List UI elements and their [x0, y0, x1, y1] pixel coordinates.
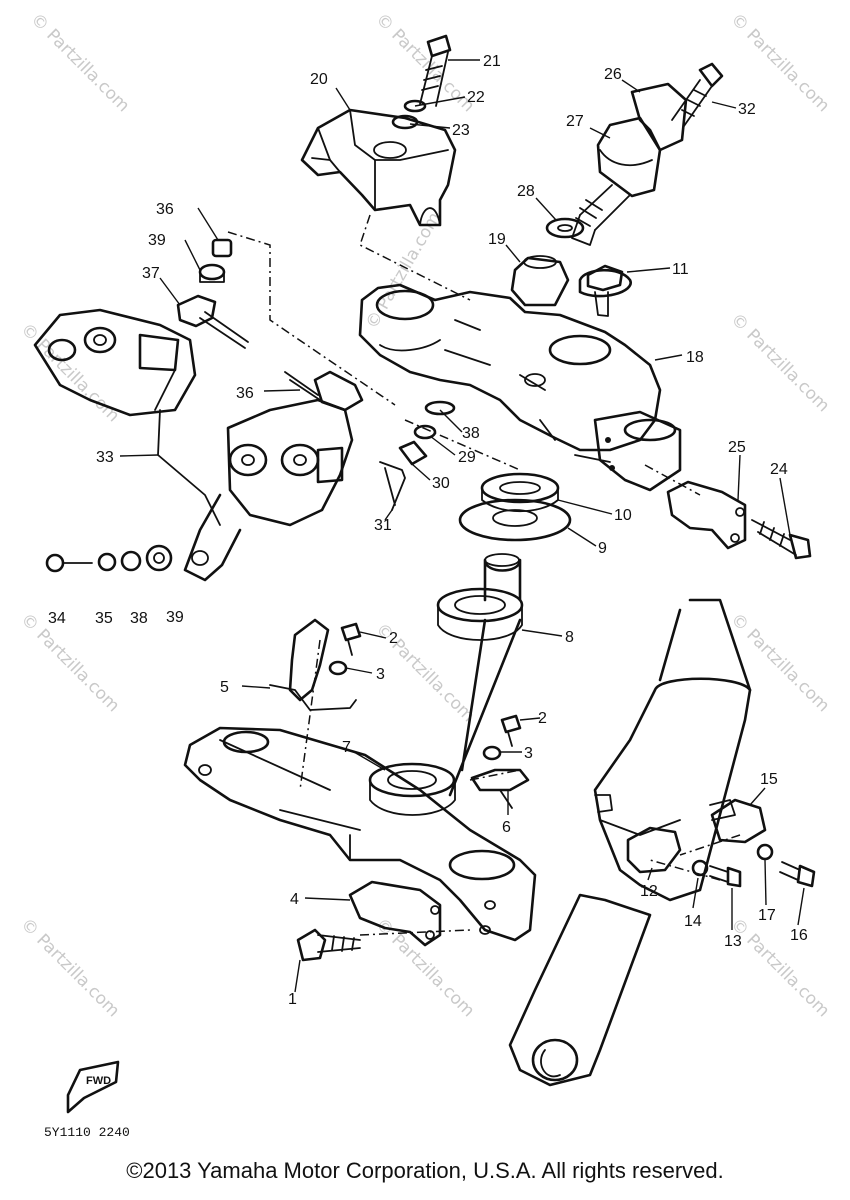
- callout-20: 20: [310, 71, 328, 88]
- copyright-notice: ©2013 Yamaha Motor Corporation, U.S.A. A…: [126, 1158, 724, 1183]
- callout-26: 26: [604, 66, 622, 83]
- part-bolt-1: [296, 928, 361, 962]
- part-cap-39-37: [176, 238, 249, 349]
- part-bolt-32: [671, 62, 724, 127]
- watermark: © Partzilla.com: [16, 914, 123, 1021]
- watermark-layer: © Partzilla.com © Partzilla.com © Partzi…: [16, 9, 833, 1021]
- callout-17: 17: [758, 907, 776, 924]
- callout-2-lower: 2: [538, 710, 547, 727]
- callout-7: 7: [342, 739, 351, 756]
- part-clamp-15: [710, 798, 767, 844]
- part-bolt-21: [419, 34, 452, 107]
- part-washer-9: [458, 498, 572, 542]
- callout-38-mid: 38: [462, 425, 480, 442]
- watermark: © Partzilla.com: [26, 9, 133, 116]
- leader-lines: [119, 59, 805, 993]
- part-bolt-row-34-39: [45, 544, 173, 573]
- fwd-label: FWD: [86, 1075, 111, 1087]
- callout-14: 14: [684, 913, 702, 930]
- part-bearing-8: [436, 587, 524, 641]
- callout-23: 23: [452, 122, 470, 139]
- callout-11: 11: [672, 261, 689, 278]
- callout-1: 1: [288, 991, 297, 1008]
- callout-12: 12: [640, 883, 658, 900]
- callout-4: 4: [290, 891, 299, 908]
- callout-6: 6: [502, 819, 511, 836]
- callout-36-top: 36: [156, 201, 174, 218]
- callout-28: 28: [517, 183, 535, 200]
- assembly-lines: [227, 214, 741, 936]
- part-collar-19: [510, 255, 570, 307]
- callout-19: 19: [488, 231, 506, 248]
- watermark: © Partzilla.com: [371, 619, 478, 726]
- part-steering-stem: [448, 553, 522, 797]
- watermark: © Partzilla.com: [726, 914, 833, 1021]
- watermark: © Partzilla.com: [371, 9, 478, 116]
- callout-3-lower: 3: [524, 745, 533, 762]
- part-small-hardware: [284, 370, 456, 511]
- part-upper-bracket-18: [358, 283, 682, 492]
- callout-30: 30: [432, 475, 450, 492]
- callout-18: 18: [686, 349, 704, 366]
- callout-9: 9: [598, 540, 607, 557]
- part-stopper-6: [470, 768, 530, 809]
- callout-31: 31: [374, 517, 392, 534]
- part-front-fork: [508, 598, 752, 1087]
- callout-22: 22: [467, 89, 485, 106]
- fwd-arrow-icon: FWD: [66, 1060, 120, 1114]
- part-handlebar-holder-20: [300, 108, 457, 227]
- callout-27: 27: [566, 113, 584, 130]
- part-clamp-4: [348, 880, 442, 947]
- part-bolt-24: [751, 519, 812, 560]
- part-screws-2-3: [328, 622, 522, 761]
- callout-34: 34: [48, 610, 66, 627]
- part-washer-28: [545, 217, 585, 239]
- part-clamp-12: [626, 826, 682, 874]
- watermark: © Partzilla.com: [726, 609, 833, 716]
- part-meter-bracket-33: [33, 308, 354, 582]
- callout-2-upper: 2: [389, 630, 398, 647]
- diagram-code: 5Y1110 2240: [44, 1125, 130, 1140]
- part-under-bracket: [183, 726, 537, 942]
- callout-33: 33: [96, 449, 114, 466]
- part-bracket-5: [269, 618, 357, 711]
- callout-25: 25: [728, 439, 746, 456]
- callout-36-mid: 36: [236, 385, 254, 402]
- callout-24: 24: [770, 461, 788, 478]
- callout-37: 37: [142, 265, 160, 282]
- watermark: © Partzilla.com: [362, 209, 445, 333]
- callout-29: 29: [458, 449, 476, 466]
- callout-8: 8: [565, 629, 574, 646]
- part-bolts-13-16: [691, 843, 816, 888]
- callout-10: 10: [614, 507, 632, 524]
- part-ring-nut-10: [480, 472, 560, 513]
- part-bearing-7: [368, 762, 456, 816]
- part-steering-nut-11: [578, 264, 632, 317]
- callout-39-top: 39: [148, 232, 166, 249]
- callout-38-row: 38: [130, 610, 148, 627]
- callout-32: 32: [738, 101, 756, 118]
- callout-13: 13: [724, 933, 742, 950]
- callout-21: 21: [483, 53, 501, 70]
- callout-numbers: 21 22 23 20 26 32 27 28 19 11 36 39 37 1…: [48, 53, 808, 1008]
- callout-35: 35: [95, 610, 113, 627]
- watermark: © Partzilla.com: [726, 309, 833, 416]
- watermark: © Partzilla.com: [16, 319, 123, 426]
- callout-39-row: 39: [166, 609, 184, 626]
- callout-16: 16: [790, 927, 808, 944]
- callout-3-upper: 3: [376, 666, 385, 683]
- callout-5: 5: [220, 679, 229, 696]
- callout-15: 15: [760, 771, 778, 788]
- part-clamp-25: [666, 480, 747, 550]
- part-handle-clamp-26-27: [571, 82, 688, 246]
